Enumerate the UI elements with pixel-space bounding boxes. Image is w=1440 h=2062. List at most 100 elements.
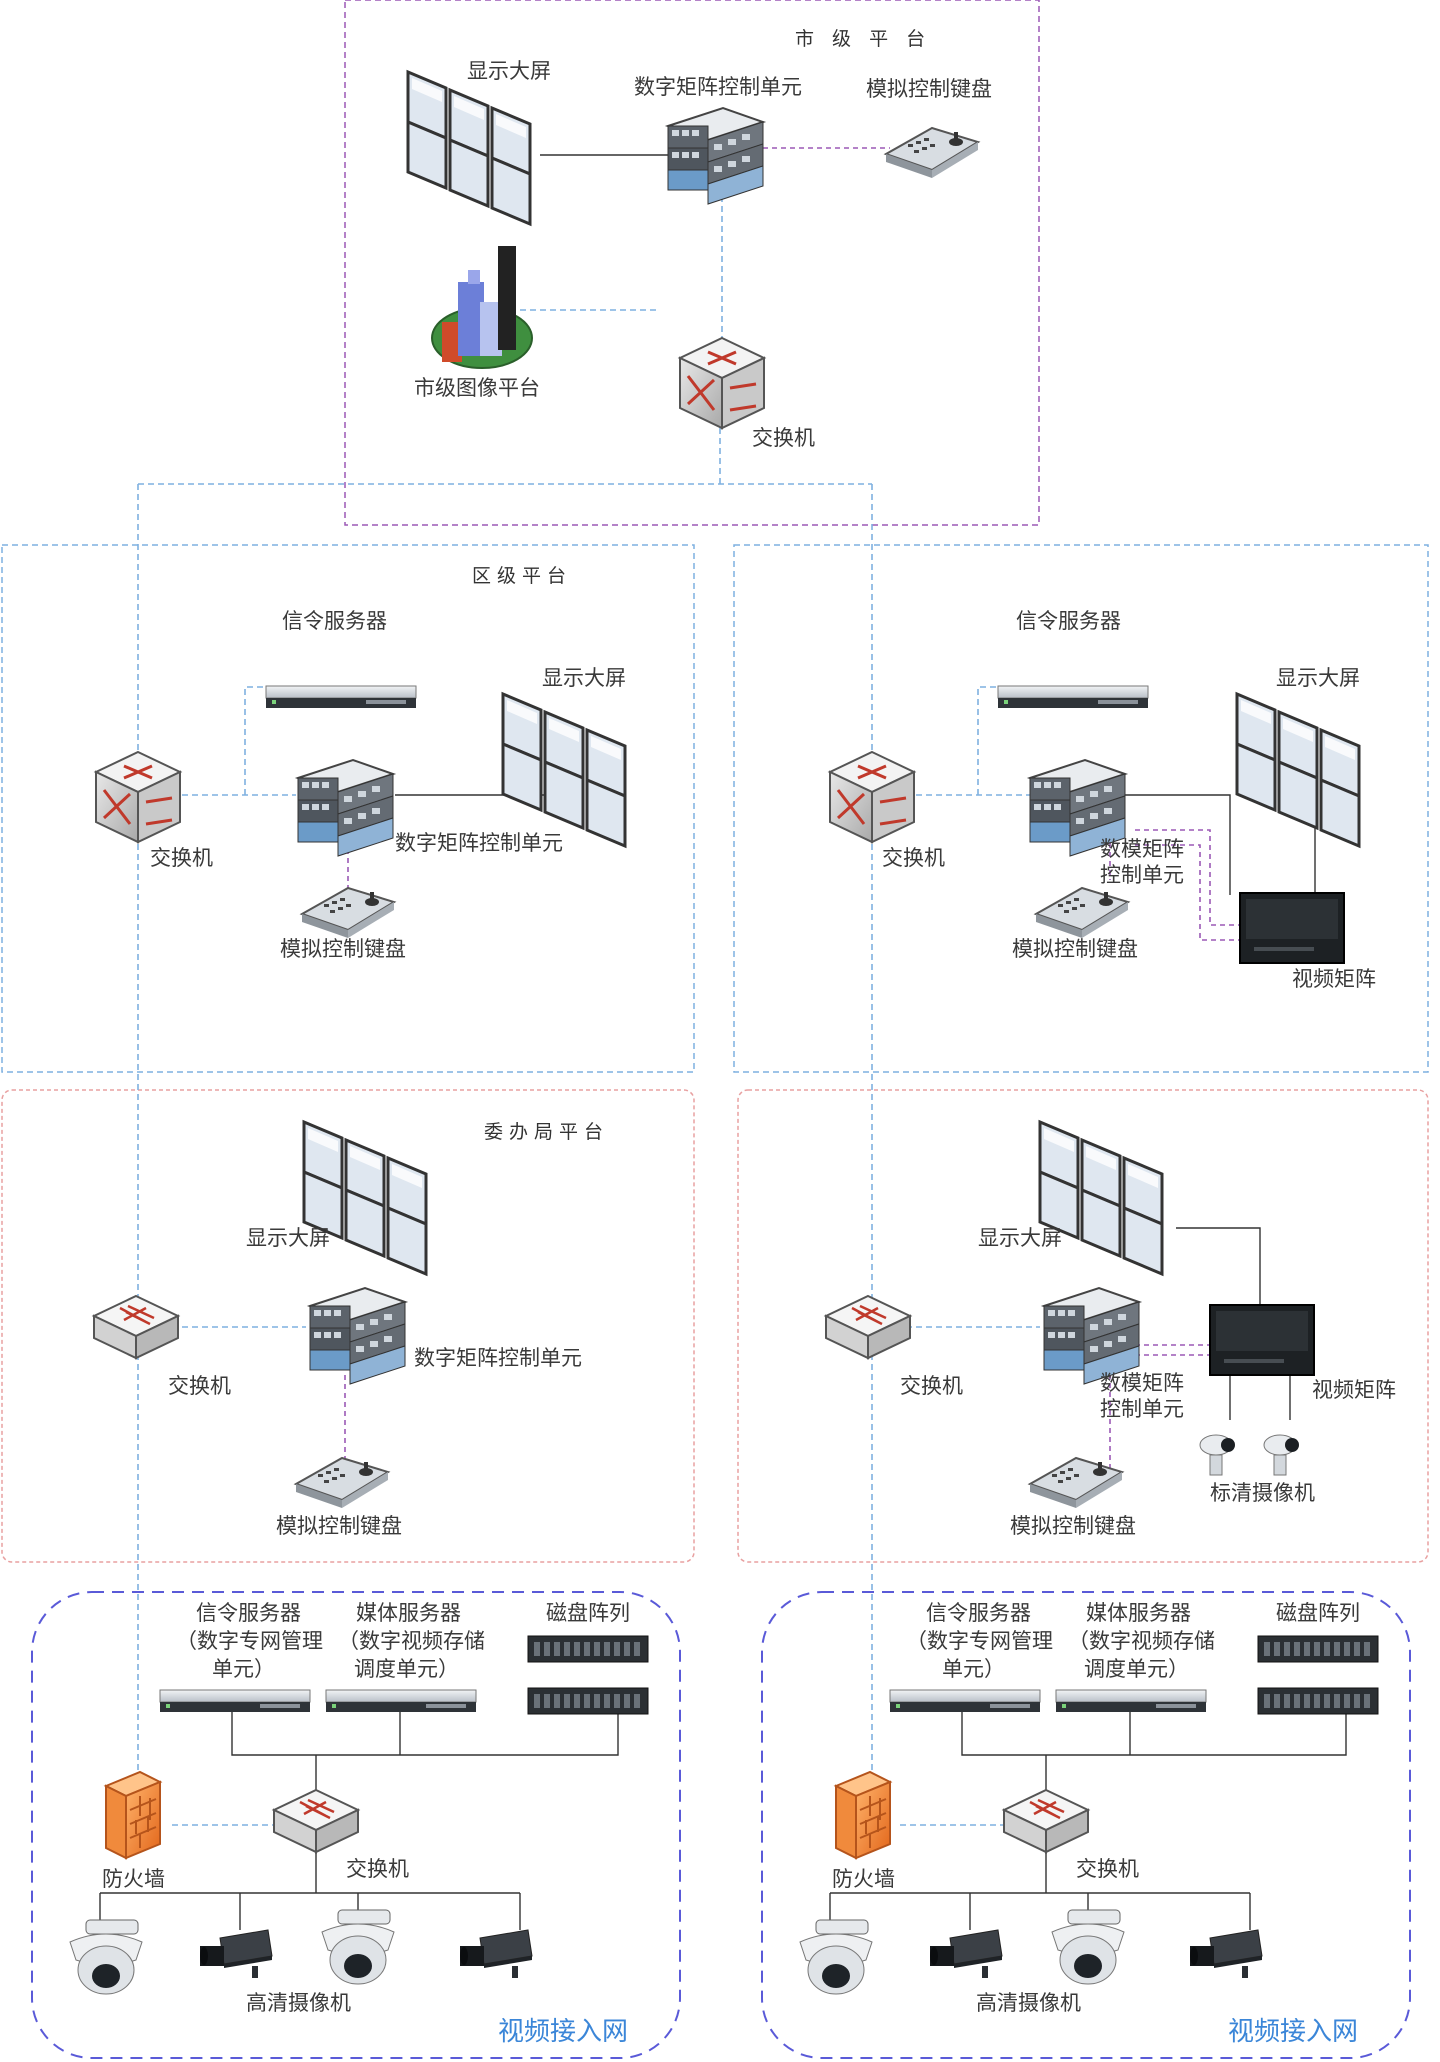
district-right-switch-icon (828, 750, 916, 844)
access-left-media-server-line3: 调度单元） (354, 1657, 459, 1681)
bureau-right-sd-camera-1 (1199, 1434, 1236, 1476)
city-image-platform-icon (431, 246, 533, 369)
access-right-disk-array-label: 磁盘阵列 (1276, 1601, 1360, 1625)
access-left-firewall-label: 防火墙 (102, 1867, 165, 1891)
district-left-keyboard-label: 模拟控制键盘 (280, 937, 406, 961)
access-right-hd-camera-label: 高清摄像机 (976, 1991, 1081, 2015)
city-platform-title: 市 级 平 台 (795, 28, 931, 50)
bureau-right-keyboard-label: 模拟控制键盘 (1010, 1514, 1136, 1538)
access-right-box-camera-2 (1189, 1929, 1263, 1979)
district-right-keyboard-label: 模拟控制键盘 (1012, 937, 1138, 961)
access-right-signal-server-line3: 单元） (942, 1657, 1005, 1681)
bureau-right-matrix-label-2: 控制单元 (1100, 1397, 1184, 1421)
access-right-switch-icon (1002, 1788, 1090, 1854)
access-left-media-server-line1: 媒体服务器 (356, 1601, 461, 1625)
district-left-matrix-unit (297, 759, 394, 857)
district-left-signal-server (265, 685, 417, 709)
bureau-right-sd-camera-label: 标清摄像机 (1210, 1481, 1315, 1505)
access-right-firewall (835, 1771, 891, 1859)
city-keyboard-label: 模拟控制键盘 (866, 77, 992, 101)
district-right-matrix-label-2: 控制单元 (1100, 863, 1184, 887)
district-right-display-wall (1235, 692, 1361, 848)
district-right-signal-server-label: 信令服务器 (1016, 609, 1121, 633)
access-left-signal-server (159, 1689, 311, 1713)
bureau-right-video-matrix (1209, 1304, 1315, 1376)
access-left-hd-camera-label: 高清摄像机 (246, 1991, 351, 2015)
bureau-right-matrix-label-1: 数模矩阵 (1100, 1371, 1184, 1395)
access-right-disk-array-2 (1257, 1687, 1379, 1715)
backbone-links (137, 186, 1040, 1826)
district-left-switch-icon (94, 750, 182, 844)
bureau-right-switch-label: 交换机 (900, 1374, 963, 1398)
district-right-video-matrix (1239, 892, 1345, 964)
district-left-switch-label: 交换机 (150, 846, 213, 870)
access-left-disk-array-1 (527, 1635, 649, 1663)
access-left-signal-server-line2: （数字专网管理 (176, 1629, 323, 1653)
access-left-dome-camera-2 (321, 1909, 395, 1985)
bureau-left-matrix-label: 数字矩阵控制单元 (414, 1346, 582, 1370)
district-right-keyboard (1035, 887, 1129, 939)
city-platform-border (344, 0, 1040, 526)
bureau-right-sd-camera-2 (1263, 1434, 1300, 1476)
district-left-keyboard (301, 887, 395, 939)
bureau-right-matrix-unit (1043, 1287, 1140, 1385)
district-platform-left-border (1, 544, 695, 1073)
access-right-disk-array-1 (1257, 1635, 1379, 1663)
bureau-right-keyboard (1029, 1457, 1123, 1509)
city-matrix-label: 数字矩阵控制单元 (634, 75, 802, 99)
city-matrix-unit (667, 107, 764, 205)
access-right-switch-label: 交换机 (1076, 1857, 1139, 1881)
access-right-signal-server (889, 1689, 1041, 1713)
bureau-left-keyboard-label: 模拟控制键盘 (276, 1514, 402, 1538)
access-right-media-server (1055, 1689, 1207, 1713)
access-left-disk-array-2 (527, 1687, 649, 1715)
city-display-label: 显示大屏 (467, 59, 551, 83)
access-network-left-border (31, 1591, 681, 2059)
bureau-left-switch-icon (92, 1294, 180, 1360)
access-right-network-label: 视频接入网 (1228, 2017, 1358, 2047)
district-left-matrix-label: 数字矩阵控制单元 (395, 831, 563, 855)
access-left-signal-server-line3: 单元） (212, 1657, 275, 1681)
access-right-media-server-line1: 媒体服务器 (1086, 1601, 1191, 1625)
bureau-left-switch-label: 交换机 (168, 1374, 231, 1398)
access-right-box-camera-1 (929, 1929, 1003, 1979)
district-right-matrix-label-1: 数模矩阵 (1100, 837, 1184, 861)
access-left-box-camera-1 (199, 1929, 273, 1979)
bureau-right-display-wall (1038, 1120, 1164, 1276)
access-right-dome-camera-2 (1051, 1909, 1125, 1985)
access-left-switch-label: 交换机 (346, 1857, 409, 1881)
city-display-wall (406, 70, 532, 226)
control-links (344, 147, 1240, 1470)
access-left-dome-camera-1 (69, 1919, 143, 1995)
district-right-signal-server (997, 685, 1149, 709)
access-left-firewall (105, 1771, 161, 1859)
access-right-signal-server-line1: 信令服务器 (926, 1601, 1031, 1625)
city-switch-label: 交换机 (752, 426, 815, 450)
bureau-left-display-label: 显示大屏 (246, 1226, 330, 1250)
bureau-left-display-wall (302, 1120, 428, 1276)
district-platform-title: 区级平台 (472, 565, 572, 587)
access-left-signal-server-line1: 信令服务器 (196, 1601, 301, 1625)
access-right-dome-camera-1 (799, 1919, 873, 1995)
bureau-left-matrix-unit (309, 1287, 406, 1385)
district-left-display-label: 显示大屏 (542, 666, 626, 690)
access-left-switch-icon (272, 1788, 360, 1854)
district-right-video-matrix-label: 视频矩阵 (1292, 967, 1376, 991)
bureau-right-display-label: 显示大屏 (978, 1226, 1062, 1250)
district-right-display-label: 显示大屏 (1276, 666, 1360, 690)
district-right-switch-label: 交换机 (882, 846, 945, 870)
access-left-network-label: 视频接入网 (498, 2017, 628, 2047)
district-left-signal-server-label: 信令服务器 (282, 609, 387, 633)
bureau-right-switch-icon (824, 1294, 912, 1360)
bureau-left-keyboard (295, 1457, 389, 1509)
access-left-media-server-line2: （数字视频存储 (338, 1629, 485, 1653)
city-image-platform-label: 市级图像平台 (414, 376, 540, 400)
bureau-platform-title: 委办局平台 (484, 1121, 609, 1143)
access-right-signal-server-line2: （数字专网管理 (906, 1629, 1053, 1653)
access-network-right-border (761, 1591, 1411, 2059)
bureau-platform-right-border (737, 1089, 1429, 1563)
access-left-media-server (325, 1689, 477, 1713)
bureau-platform-left-border (1, 1089, 695, 1563)
access-right-media-server-line2: （数字视频存储 (1068, 1629, 1215, 1653)
